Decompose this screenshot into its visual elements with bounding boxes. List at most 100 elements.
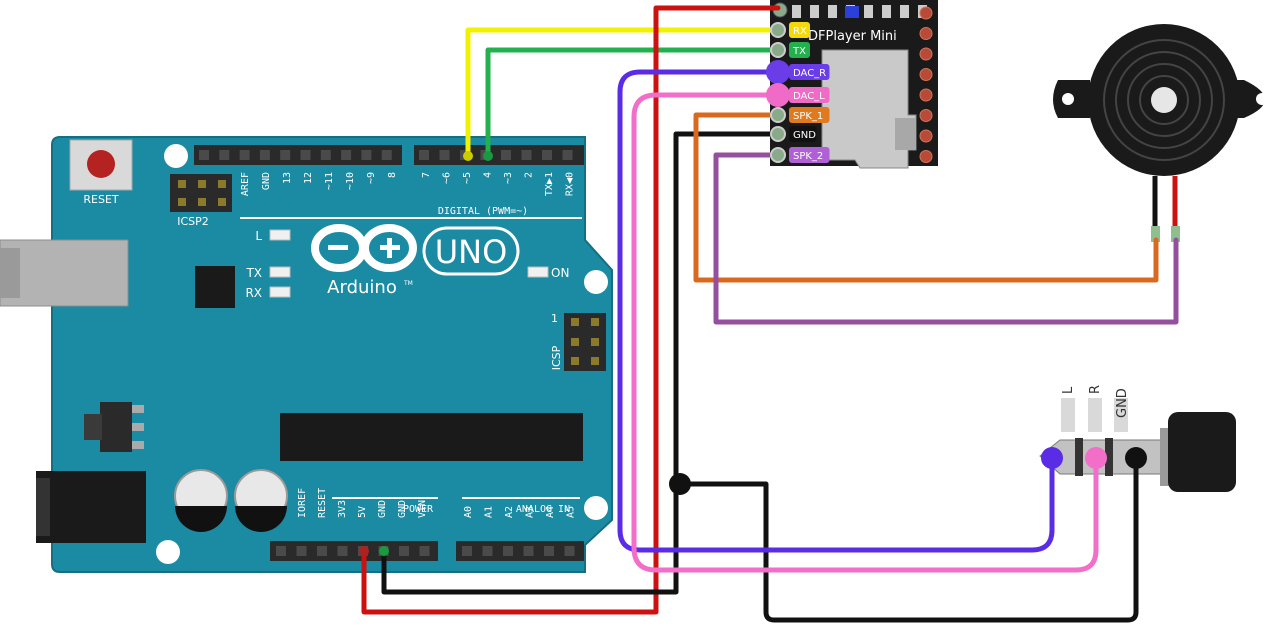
reset-button-cap[interactable]	[87, 150, 115, 178]
pin-socket	[219, 150, 230, 160]
pin-socket	[341, 150, 352, 160]
led-l-label: L	[255, 229, 262, 243]
jack-label-gnd: GND	[1115, 388, 1130, 418]
reset-label: RESET	[83, 193, 119, 206]
pin-socket	[280, 150, 291, 160]
df-pin-badge	[789, 42, 810, 58]
analog-label: ANALOG IN	[516, 504, 570, 515]
df-pin-label: RX	[793, 26, 807, 37]
voltage-regulator	[100, 402, 132, 452]
led-rx	[269, 286, 291, 298]
jack-r-contact	[1041, 447, 1063, 469]
pin-socket	[399, 546, 409, 556]
dfplayer-led	[845, 6, 859, 18]
jack-gnd-contact	[1125, 447, 1147, 469]
wire-pink-dac-l	[631, 92, 1099, 573]
pin-socket	[337, 546, 348, 556]
icsp-pin1-label: 1	[551, 312, 558, 325]
pin-socket	[276, 546, 286, 556]
led-l	[269, 229, 291, 241]
pin-label: ~3	[503, 172, 514, 184]
wire-yellow-rx	[465, 27, 781, 159]
mount-hole	[584, 270, 608, 294]
mount-hole	[156, 540, 180, 564]
df-pin-label: TX	[792, 46, 806, 57]
pin-label: GND	[397, 500, 408, 518]
pin-socket	[523, 546, 534, 556]
pin-socket	[300, 150, 311, 160]
sd-card-latch	[895, 118, 915, 150]
pin-label: GND	[377, 500, 388, 518]
jack-label-l: L	[1061, 386, 1076, 394]
df-header-pin	[810, 5, 819, 18]
df-side-pin	[919, 47, 933, 61]
pin-label: A2	[504, 506, 515, 518]
pin-socket	[361, 150, 372, 160]
pin-label: 5V	[357, 506, 368, 518]
bottom-pin-sockets	[276, 546, 575, 556]
pin-label: 4	[483, 172, 494, 178]
tm-label: TM	[403, 280, 413, 287]
pin-socket	[439, 150, 450, 160]
speaker	[1053, 24, 1268, 242]
df-header-pin	[792, 5, 801, 18]
jack-pin-gnd	[1114, 398, 1128, 432]
df-side-pin	[919, 6, 933, 20]
jack-label-r: R	[1088, 385, 1103, 394]
df-side-pin	[919, 129, 933, 143]
led-on	[527, 266, 549, 278]
icsp-label: ICSP	[550, 345, 563, 370]
icsp-header	[564, 313, 606, 371]
dfplayer-title: DFPlayer Mini	[808, 29, 897, 44]
jack-l-contact	[1085, 447, 1107, 469]
pin-socket	[562, 150, 573, 160]
capacitor	[234, 469, 288, 532]
led-tx	[269, 266, 291, 278]
wire-orange-spk1	[693, 112, 1159, 283]
pin-label: 12	[303, 172, 314, 184]
df-pin-label: SPK_1	[793, 111, 823, 122]
pin-label: A1	[484, 506, 495, 518]
power-label: POWER	[403, 504, 434, 515]
df-side-pin	[919, 88, 933, 102]
power-jack	[36, 471, 146, 543]
df-pin-badge	[789, 147, 830, 163]
df-header-pin	[900, 5, 909, 18]
led-on-label: ON	[551, 266, 569, 280]
df-side-pin	[919, 109, 933, 122]
icsp2-label: ICSP2	[177, 215, 209, 228]
pin-socket	[239, 150, 250, 160]
pin-socket	[482, 546, 493, 556]
junction-gnd	[669, 473, 691, 495]
pin-label: 13	[282, 172, 293, 184]
df-header-pin	[882, 5, 891, 18]
pin-socket	[419, 150, 429, 160]
df-pin-dac_r	[766, 60, 790, 84]
df-pin-dac_l	[766, 83, 790, 107]
df-pin-label: SPK_2	[793, 151, 823, 162]
pin-label: ~5	[462, 172, 473, 184]
board-outline	[51, 136, 613, 573]
pin-label: A3	[525, 506, 536, 518]
pin-socket	[320, 150, 331, 160]
pin-socket	[259, 150, 270, 160]
pin-socket	[503, 546, 513, 556]
pin-label: A5	[566, 506, 577, 518]
df-side-pin	[919, 27, 933, 40]
pin-socket	[296, 546, 307, 556]
mount-hole	[584, 496, 608, 520]
power-header	[270, 541, 438, 561]
pin-label: A4	[545, 506, 556, 518]
usb-chip	[195, 266, 235, 308]
df-header-pin	[828, 5, 837, 18]
pin-socket	[542, 150, 552, 160]
pin-label: ~6	[442, 172, 453, 184]
wire-violet-spk2	[713, 152, 1179, 325]
wire-green-tx	[485, 47, 781, 159]
df-pin-gnd	[770, 126, 786, 142]
df-pin-spk_2	[770, 147, 786, 163]
